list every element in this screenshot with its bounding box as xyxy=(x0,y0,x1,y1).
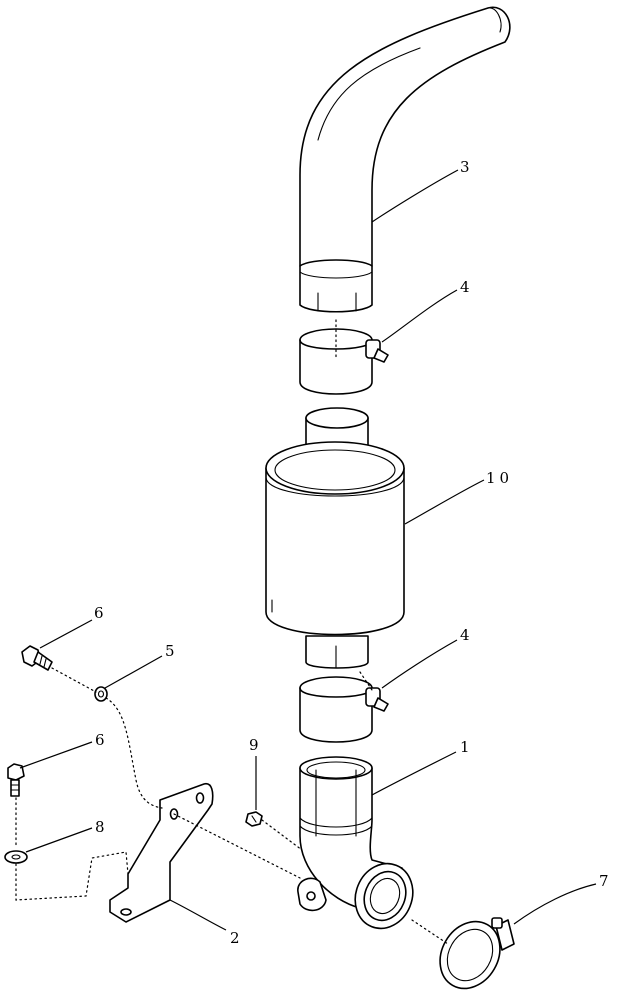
callout-6-lower: 6 xyxy=(95,731,109,749)
callout-3: 3 xyxy=(460,158,474,176)
exhaust-clamp-lower xyxy=(299,671,389,743)
callout-8: 8 xyxy=(95,818,109,836)
callout-5: 5 xyxy=(165,642,179,660)
exhaust-stack-pipe xyxy=(299,6,511,313)
leader-lines xyxy=(19,169,597,931)
callout-10: 10 xyxy=(486,469,513,487)
exhaust-elbow xyxy=(297,756,414,930)
callout-6-upper: 6 xyxy=(94,604,108,622)
exhaust-clamp-upper xyxy=(299,319,389,395)
outlet-seal-clamp xyxy=(439,917,515,990)
callout-4-upper: 4 xyxy=(460,278,474,296)
assembly-paths xyxy=(15,667,449,945)
flat-washer-8 xyxy=(4,850,28,864)
mounting-bracket xyxy=(109,782,214,923)
callout-2: 2 xyxy=(230,929,244,947)
callout-9: 9 xyxy=(249,736,263,754)
hex-bolt-upper xyxy=(21,645,53,671)
callout-1: 1 xyxy=(460,738,474,756)
lock-washer-5 xyxy=(94,686,108,702)
plug-screw-9 xyxy=(245,811,263,827)
hex-bolt-lower xyxy=(7,763,25,797)
callout-4-lower: 4 xyxy=(460,626,474,644)
muffler-body xyxy=(265,407,405,669)
callout-7: 7 xyxy=(599,872,613,890)
